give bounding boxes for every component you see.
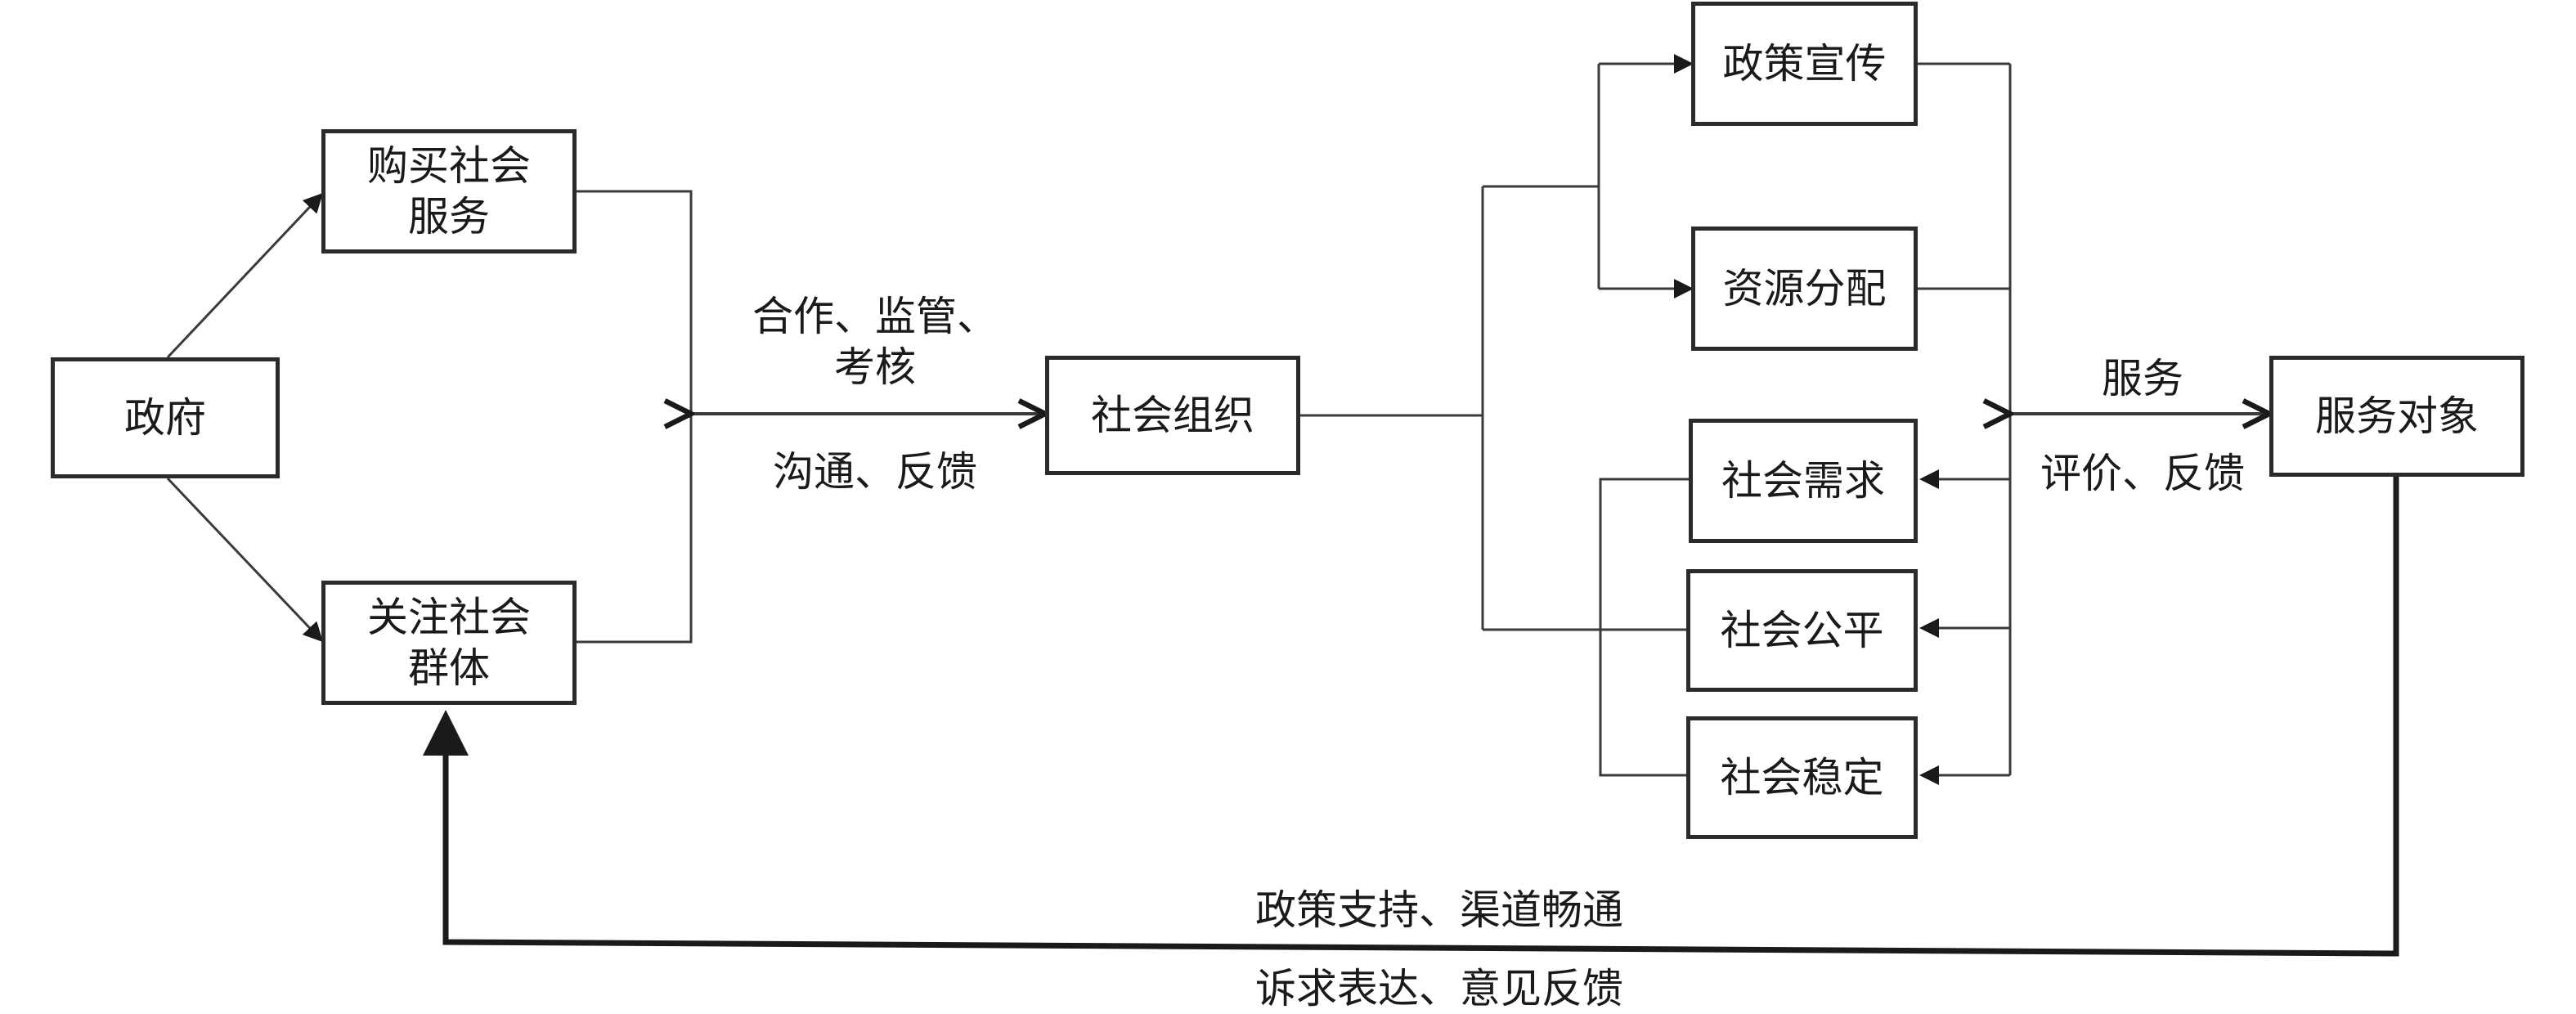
bottom-loop [423,436,2419,957]
label-coop-bottom: 沟通、反馈 [773,448,977,496]
node-social-stability: 社会稳定 [1686,716,1918,839]
label-bottom-bottom: 诉求表达、意见反馈 [1255,965,1623,1012]
arrow-gov-to-buy [166,192,324,359]
node-social-org: 社会组织 [1045,356,1300,475]
bracket-left [577,190,693,644]
node-social-fairness: 社会公平 [1686,569,1918,692]
node-policy-promo: 政策宣传 [1691,2,1918,126]
arrow-gov-to-focus [166,477,324,643]
node-buy-service: 购买社会 服务 [321,129,577,254]
node-service-target: 服务对象 [2269,356,2524,477]
bracket-lower-left [1599,478,1689,777]
node-focus-group: 关注社会 群体 [321,581,577,705]
node-government: 政府 [51,357,280,478]
label-bottom-top: 政策支持、渠道畅通 [1255,886,1623,934]
label-service-bottom: 评价、反馈 [2040,450,2245,497]
label-coop-top: 合作、监管、 考核 [752,293,998,391]
node-resource-alloc: 资源分配 [1691,227,1918,351]
node-social-demand: 社会需求 [1689,419,1918,543]
label-service-top: 服务 [2102,355,2183,402]
